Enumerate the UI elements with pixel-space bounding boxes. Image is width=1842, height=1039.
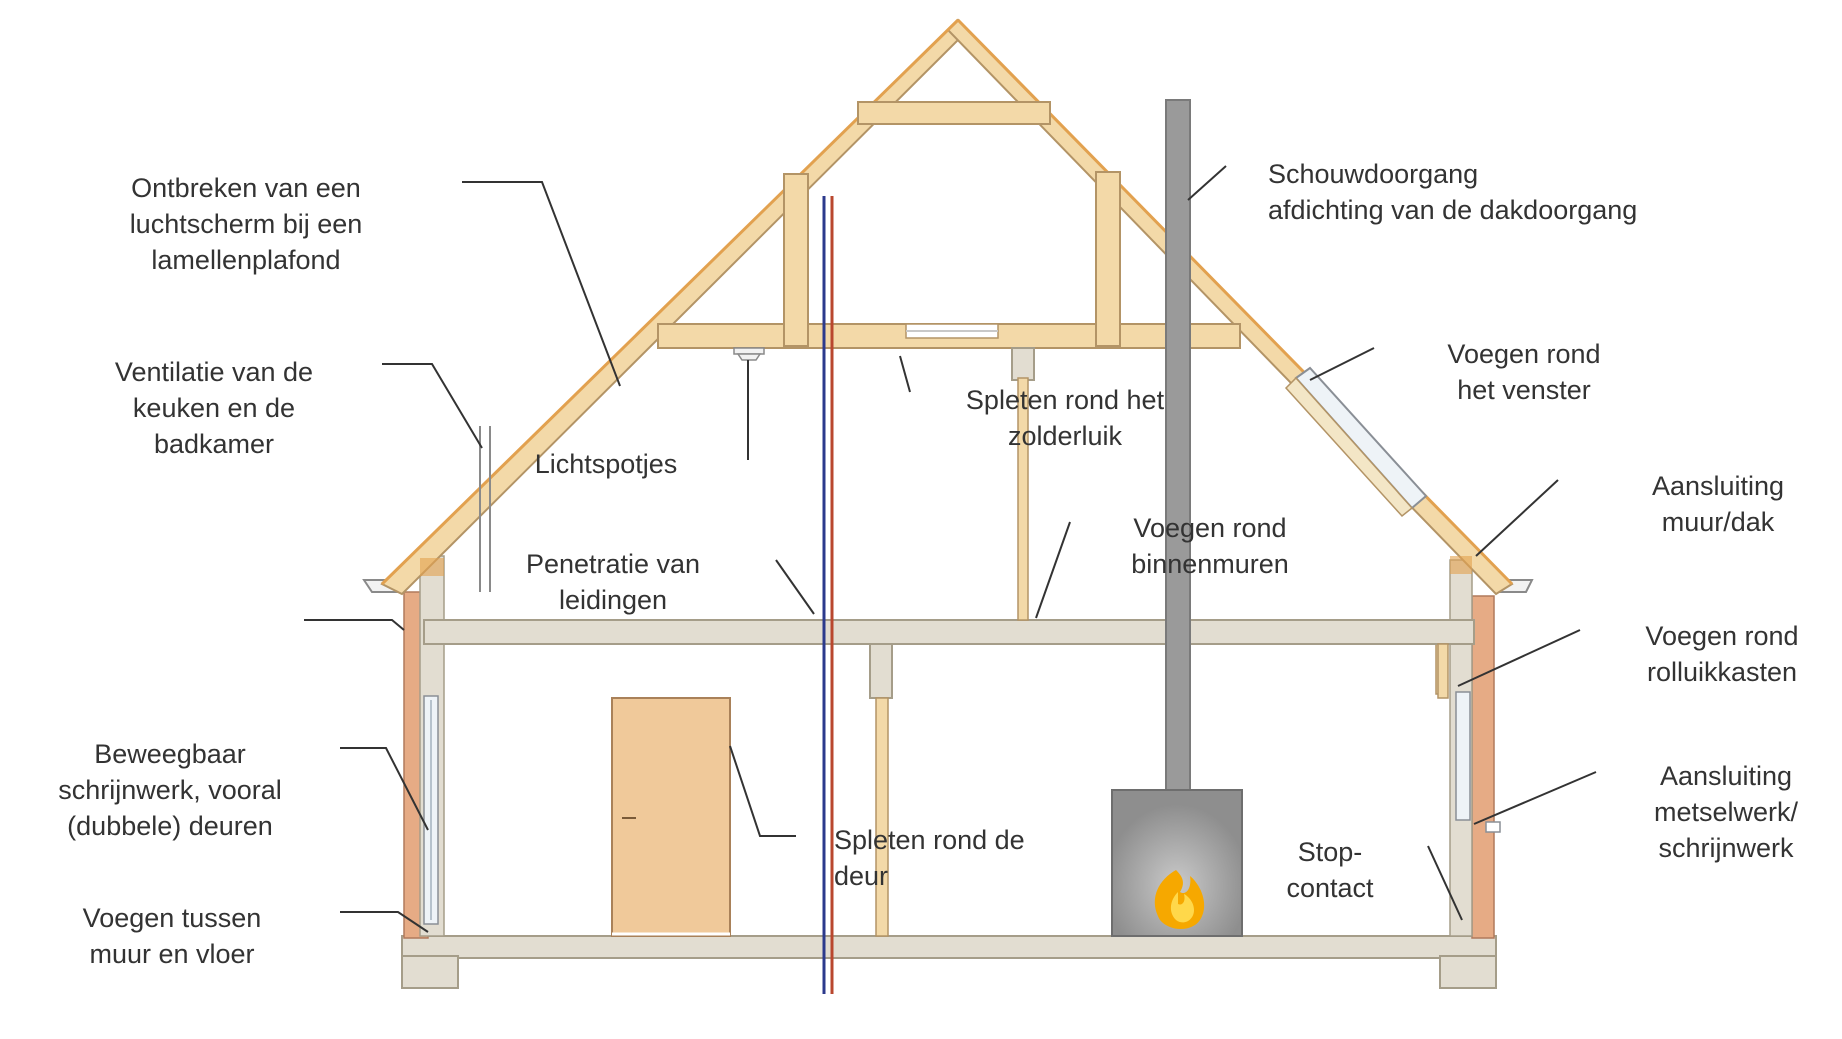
label-pipe-penetration: Penetratie van leidingen: [525, 549, 701, 615]
label-missing-air-barrier: Ontbreken van een luchtscherm bij een la…: [129, 173, 363, 275]
label-shutter-box-joints: Voegen rond rolluikkasten: [1645, 621, 1799, 687]
ground-floor-slab: [401, 935, 1497, 989]
label-attic-hatch-gaps: Spleten rond het zolderluik: [965, 385, 1165, 451]
roof-truss: [657, 101, 1241, 349]
label-wall-floor-joints: Voegen tussen muur en vloer: [82, 903, 262, 969]
label-wall-roof-connection: Aansluiting muur/dak: [1651, 471, 1785, 537]
label-door-gaps: Spleten rond de deur: [834, 825, 1025, 891]
fire-icon: [1154, 870, 1205, 929]
label-chimney-passage: Schouwdoorgang afdichting van de dakdoor…: [1268, 159, 1638, 225]
interior-wall-top: [869, 643, 893, 699]
attic-vertical-stud: [1017, 377, 1029, 621]
ventilation-duct: [479, 426, 491, 592]
label-masonry-joinery-connection: Aansluiting metselwerk/ schrijnwerk: [1653, 761, 1799, 863]
interior-wall-stud: [875, 697, 889, 937]
utility-pipes: [822, 196, 834, 994]
leader-lines: [304, 165, 1597, 933]
label-electrical-outlet: Stop- contact: [1286, 837, 1374, 903]
spotlight-icon: [733, 347, 765, 361]
label-kitchen-bath-ventilation: Ventilatie van de keuken en de badkamer: [114, 357, 314, 459]
left-eave-block: [420, 558, 444, 576]
left-wall: [403, 555, 445, 939]
attic-floor-beam: [423, 619, 1475, 645]
label-movable-joinery: Beweegbaar schrijnwerk, vooral (dubbele)…: [58, 739, 282, 841]
attic-hatch-post: [1011, 347, 1035, 381]
roof-window: [1284, 366, 1428, 518]
label-spotlights: Lichtspotjes: [534, 449, 678, 479]
right-eave-block: [1450, 556, 1472, 574]
right-lintel: [1437, 643, 1449, 699]
right-wall: [1435, 559, 1501, 939]
label-interior-wall-joints: Voegen rond binnenmuren: [1131, 513, 1289, 579]
label-window-joints: Voegen rond het venster: [1447, 339, 1601, 405]
